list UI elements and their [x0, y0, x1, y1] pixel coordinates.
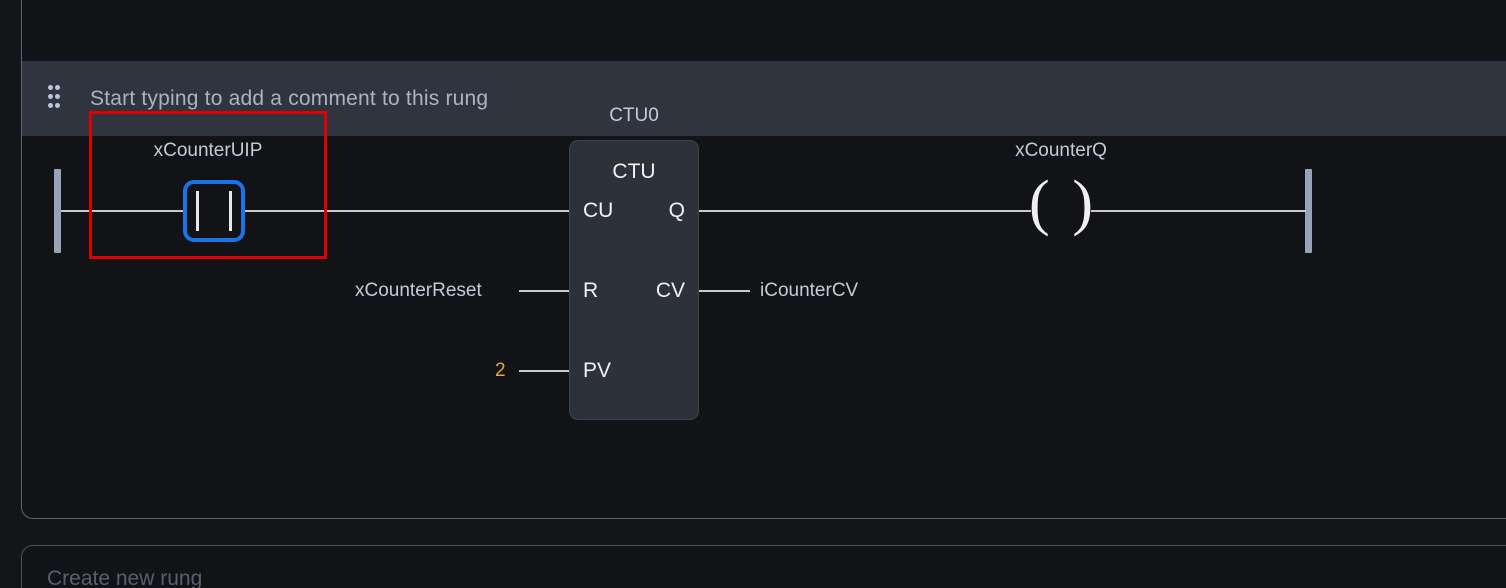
wire-contact-to-cu: [243, 210, 571, 212]
fb-pin-q[interactable]: Q: [668, 199, 685, 222]
function-block-type-label: CTU: [612, 160, 656, 183]
power-rail-right: [1305, 169, 1312, 253]
wire-coil-to-rail: [1091, 210, 1306, 212]
fb-pin-r[interactable]: R: [583, 279, 599, 302]
operand-pv-literal[interactable]: 2: [495, 360, 506, 381]
contact-bar-left: [196, 191, 199, 231]
function-block-ctu[interactable]: CTU CU Q R CV PV: [569, 140, 699, 420]
create-new-rung-label: Create new rung: [47, 567, 203, 588]
coil-glyph-open: (: [1029, 169, 1050, 237]
contact-operand-label[interactable]: xCounterUIP: [153, 140, 263, 161]
drag-dots-icon[interactable]: [48, 84, 68, 114]
rung-comment-input[interactable]: Start typing to add a comment to this ru…: [90, 86, 489, 110]
ladder-canvas[interactable]: xCounterUIP CTU0 CTU CU Q R CV PV xCount…: [22, 105, 1506, 481]
coil-glyph-close: ): [1072, 169, 1093, 237]
create-new-rung-card[interactable]: Create new rung: [21, 545, 1506, 588]
wire-pv-literal: [519, 370, 571, 372]
wire-rail-to-contact: [61, 210, 185, 212]
normally-open-contact[interactable]: [183, 180, 245, 242]
contact-error-highlight: [89, 111, 327, 259]
fb-pin-cu[interactable]: CU: [583, 199, 614, 222]
coil-operand-label[interactable]: xCounterQ: [1015, 140, 1107, 161]
wire-cv-to-operand: [698, 290, 750, 292]
rung-comment-bar[interactable]: Start typing to add a comment to this ru…: [22, 61, 1506, 136]
wire-q-to-coil: [698, 210, 1031, 212]
operand-counter-cv[interactable]: iCounterCV: [760, 280, 859, 301]
power-rail-left: [54, 169, 61, 253]
rung-card[interactable]: Start typing to add a comment to this ru…: [21, 0, 1506, 519]
contact-bar-right: [229, 191, 232, 231]
fb-pin-pv[interactable]: PV: [583, 359, 612, 382]
function-block-instance-label[interactable]: CTU0: [609, 105, 659, 126]
fb-pin-cv[interactable]: CV: [655, 279, 685, 302]
operand-reset[interactable]: xCounterReset: [355, 280, 482, 301]
wire-reset-to-r: [519, 290, 571, 292]
output-coil[interactable]: ( ): [1027, 169, 1095, 245]
